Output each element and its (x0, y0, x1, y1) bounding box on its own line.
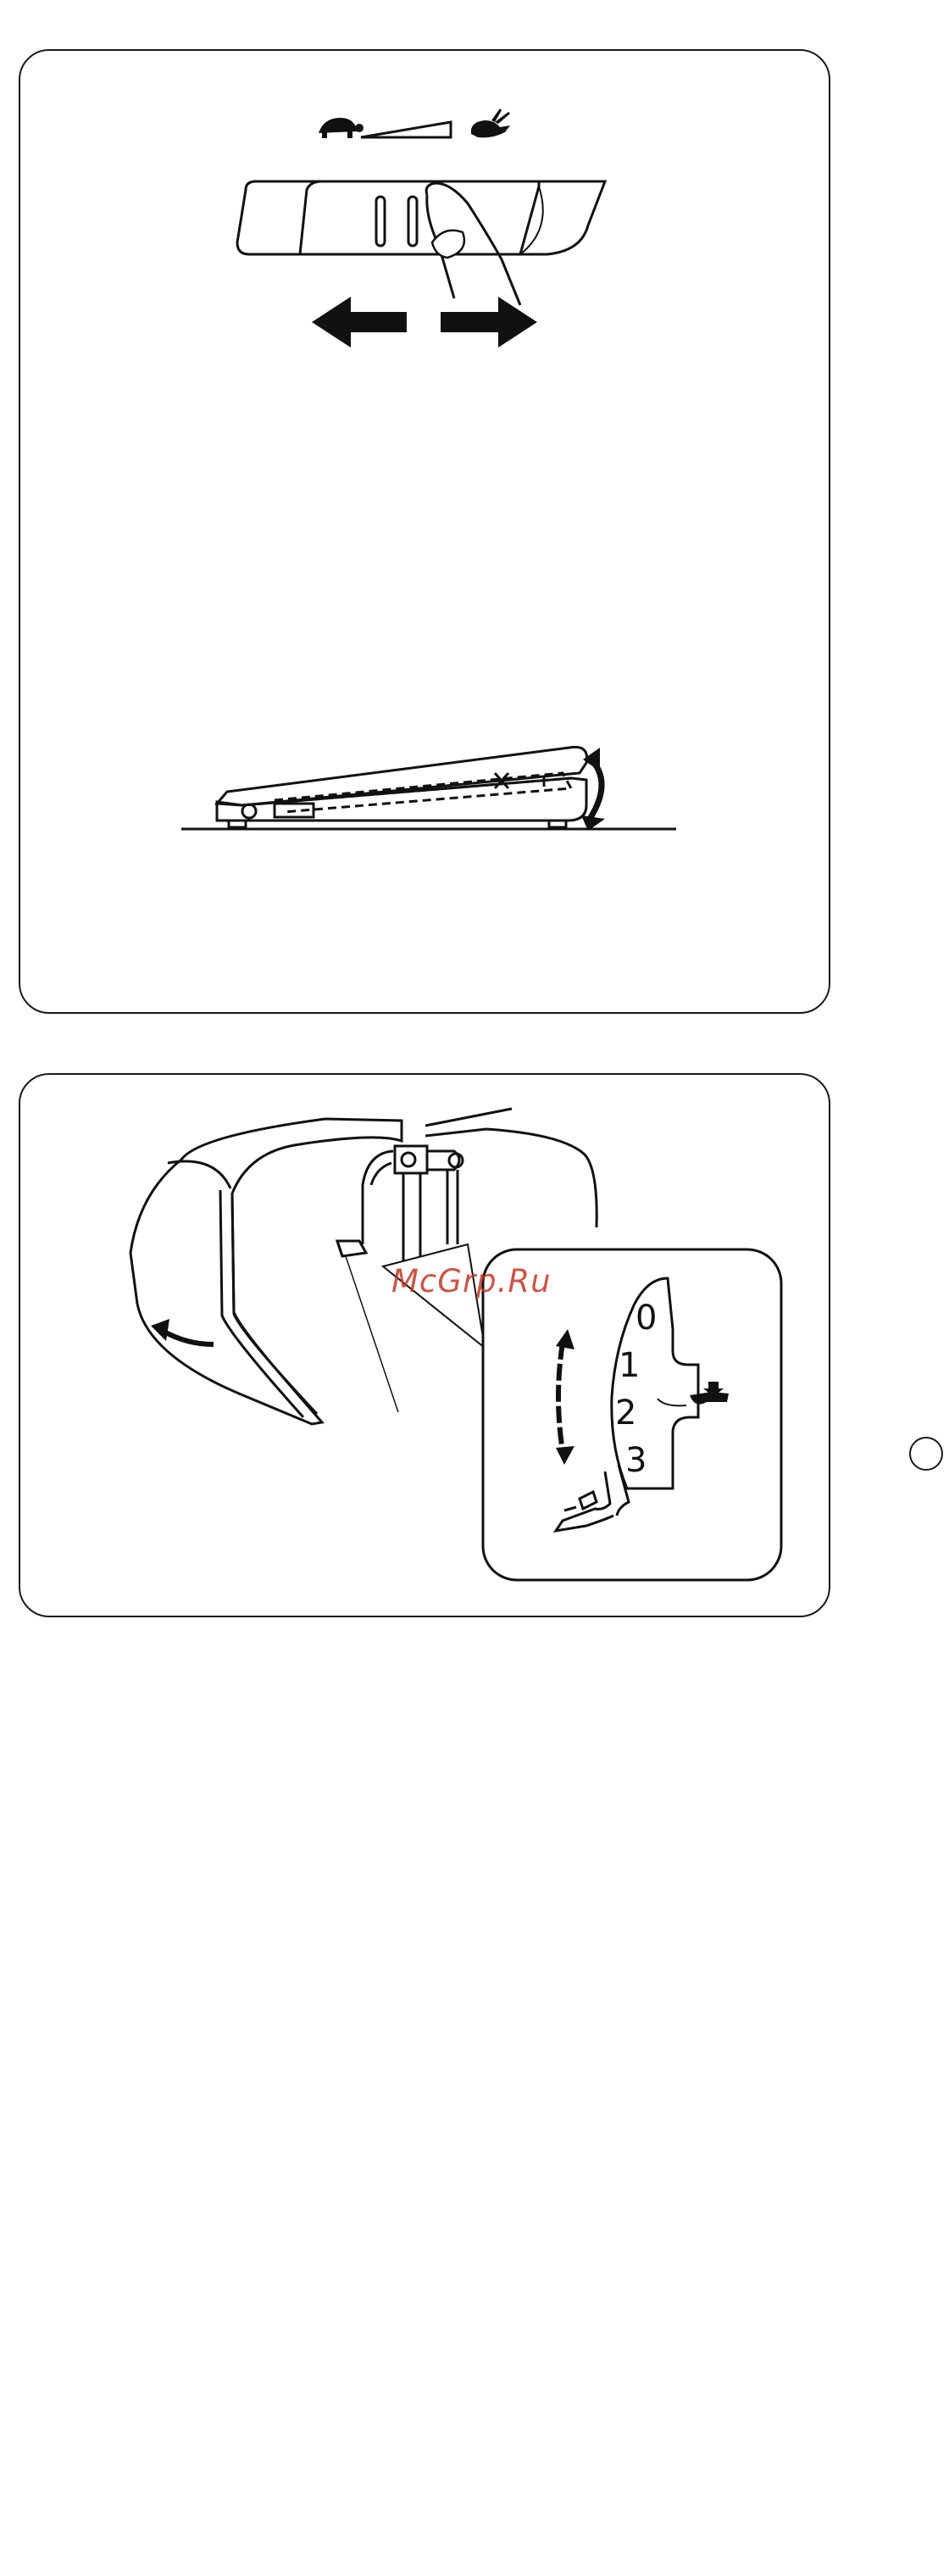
dial-setting-3: 3 (625, 1441, 647, 1480)
dial-setting-0: 0 (635, 1299, 657, 1338)
pressure-dial-illustration-panel: 0 1 2 3 (19, 1073, 830, 1617)
arrow-left-icon (312, 297, 407, 348)
page-marker-circle (909, 1437, 943, 1471)
cover-open-arrow-icon (151, 1319, 214, 1344)
turtle-icon (319, 118, 364, 138)
speed-control-illustration-panel (19, 49, 830, 1014)
pressure-dial-drawing: 0 1 2 3 (20, 1075, 832, 1619)
pedal-press-arrow-icon (581, 748, 605, 831)
speed-control-drawing (20, 51, 832, 1015)
slider-groove (376, 197, 385, 246)
watermark-text: McGrp.Ru (391, 1263, 552, 1299)
dial-setting-2: 2 (615, 1394, 636, 1433)
dial-setting-1: 1 (619, 1346, 640, 1385)
rabbit-icon (471, 108, 510, 137)
speed-wedge-icon (361, 122, 451, 137)
speed-slider[interactable] (237, 181, 605, 254)
arrow-right-icon (441, 297, 537, 348)
face-cover (130, 1119, 402, 1424)
